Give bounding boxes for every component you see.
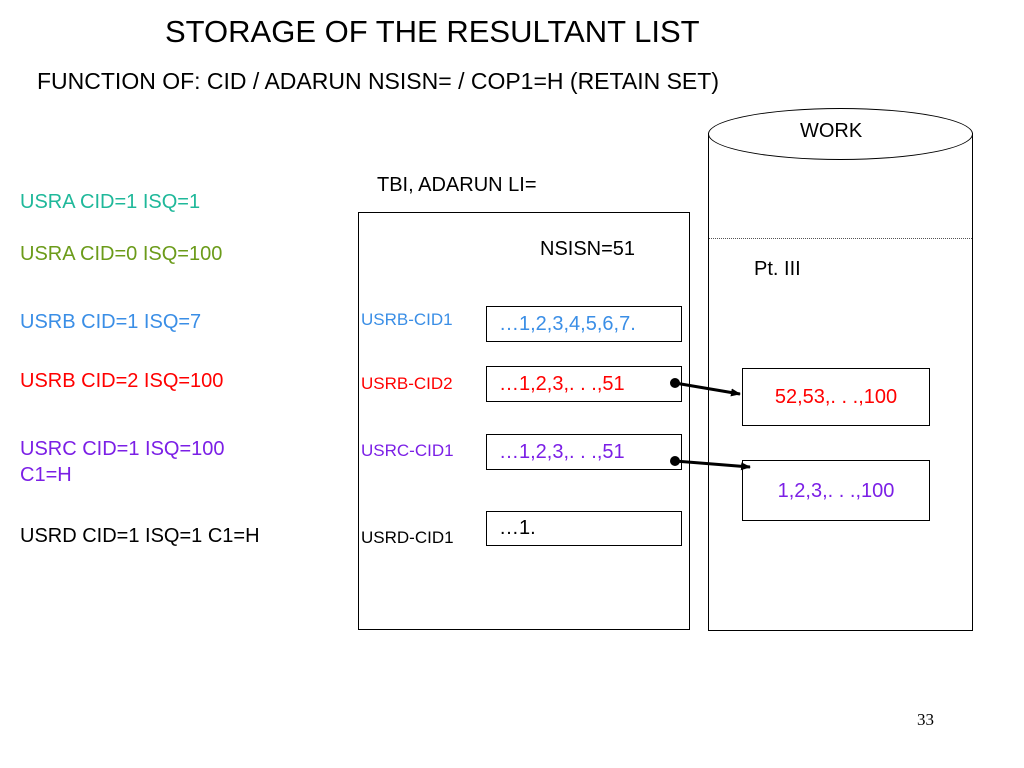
arrow-usrb-cid2-to-result [670,378,741,397]
partition-divider [709,238,972,239]
part-label: Pt. III [754,258,801,280]
label-line: USRB CID=1 ISQ=7 [20,311,202,333]
tbi-heading: TBI, ADARUN LI= [377,174,537,196]
nsisn-label: NSISN=51 [540,238,636,260]
tbi-row-label: USRD-CID1 [361,528,454,547]
arrow-usrc-cid1-to-result [670,456,751,471]
tbi-row-value: …1. [486,511,682,546]
label-line: USRC CID=1 ISQ=100 [20,438,225,460]
label-usra-cid0: USRA CID=0 ISQ=100 [20,241,222,267]
page-number: 33 [917,710,934,729]
tbi-row-label: USRB-CID2 [361,374,453,393]
label-line: USRA CID=0 ISQ=100 [20,243,223,265]
label-line: USRB CID=2 ISQ=100 [20,370,224,392]
tbi-box [358,212,690,630]
work-cylinder-top [708,108,973,160]
work-result-box: 52,53,. . .,100 [742,368,930,426]
label-usrc-cid1: USRC CID=1 ISQ=100 C1=H [20,436,225,488]
work-label: WORK [800,120,863,142]
label-usrb-cid2: USRB CID=2 ISQ=100 [20,368,223,394]
label-usrd-cid1: USRD CID=1 ISQ=1 C1=H [20,523,260,549]
label-line: USRA CID=1 ISQ=1 [20,191,201,213]
work-result-box: 1,2,3,. . .,100 [742,460,930,521]
tbi-row-label: USRC-CID1 [361,441,454,460]
tbi-row-value: …1,2,3,4,5,6,7. [486,306,682,342]
label-usra-cid1: USRA CID=1 ISQ=1 [20,189,200,215]
work-cylinder-body [708,133,973,631]
label-line: USRD CID=1 ISQ=1 C1=H [20,525,260,547]
tbi-row-label: USRB-CID1 [361,310,453,329]
tbi-row-value: …1,2,3,. . .,51 [486,434,682,470]
label-line-2: C1=H [20,464,72,486]
page-subtitle: FUNCTION OF: CID / ADARUN NSISN= / COP1=… [37,68,719,94]
page-title: STORAGE OF THE RESULTANT LIST [165,14,700,49]
label-usrb-cid1: USRB CID=1 ISQ=7 [20,309,201,335]
